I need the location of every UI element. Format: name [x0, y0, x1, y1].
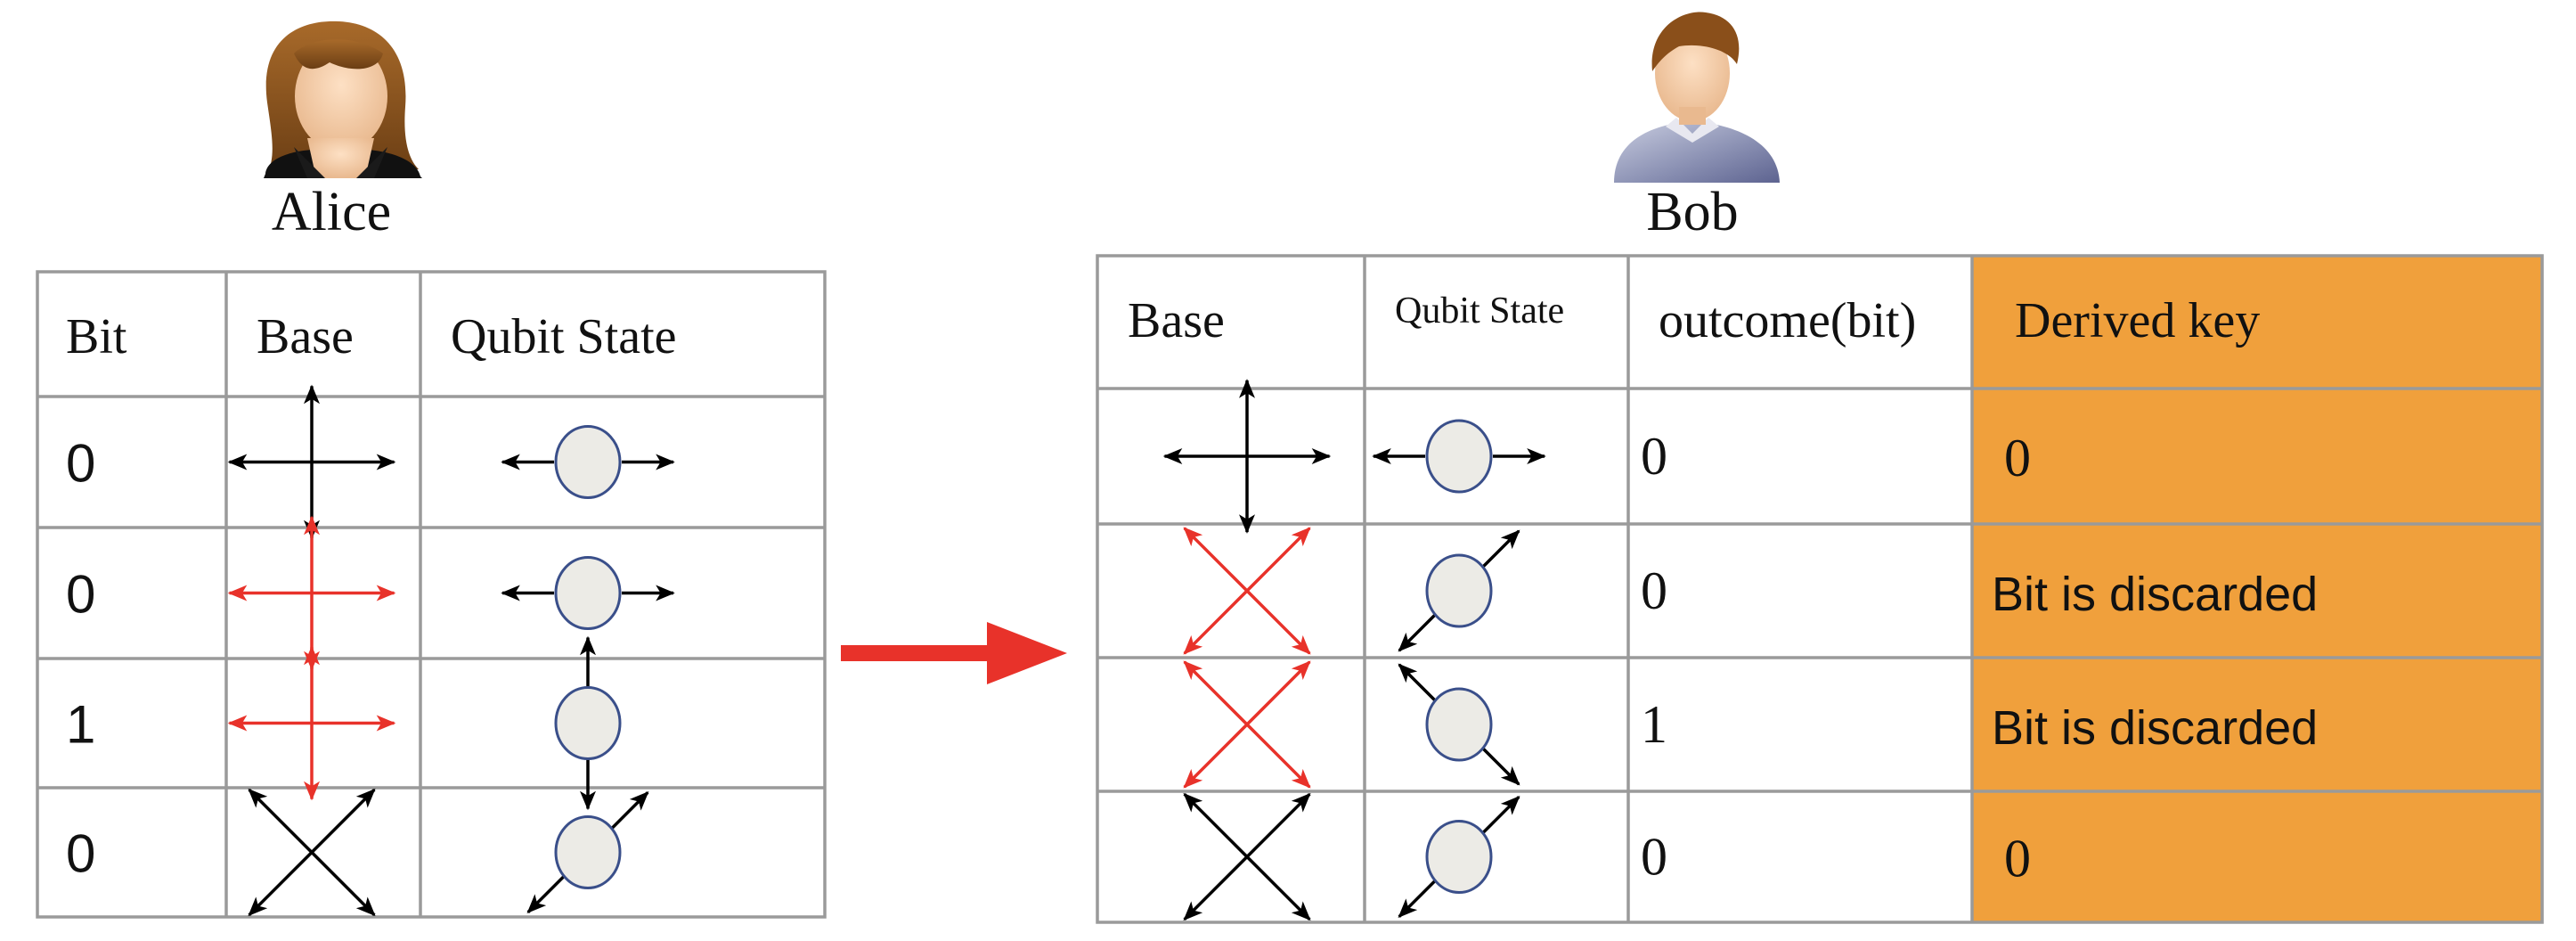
- bob-header-outcome: outcome(bit): [1659, 293, 1916, 348]
- qubit-photon: [554, 815, 622, 889]
- qubit-polarization-arrow: [1481, 796, 1520, 835]
- derived-key-value: Bit is discarded: [1992, 568, 2318, 621]
- alice-header-qubit: Qubit State: [451, 309, 677, 364]
- qubit-photon: [554, 425, 622, 499]
- outcome-value: 0: [1641, 561, 1667, 620]
- alice-table: Bit Base Qubit State 0 0 1 0: [36, 270, 827, 919]
- qubit-horizontal-icon: [501, 425, 675, 499]
- rectilinear-basis-icon: [227, 645, 396, 801]
- rectilinear-basis-icon: [227, 515, 396, 671]
- diagonal-basis-icon: [1183, 527, 1311, 655]
- basis-antidiagonal-arrow: [248, 788, 376, 917]
- bob-header-key: Derived key: [2015, 293, 2260, 348]
- qubit-diagonal-up-icon: [526, 791, 649, 913]
- rectilinear-basis-icon: [1162, 379, 1332, 534]
- bit-value: 0: [66, 824, 95, 884]
- derived-key-column: [1972, 256, 2542, 922]
- derived-key-value: Bit is discarded: [1992, 701, 2318, 755]
- diagonal-basis-icon: [248, 788, 376, 917]
- qubit-diagonal-down-icon: [1398, 663, 1520, 786]
- derived-key-value: 0: [2004, 429, 2031, 487]
- bob-table: Base Qubit State outcome(bit) Derived ke…: [1096, 254, 2544, 924]
- bob-table-grid: [1096, 254, 2544, 924]
- outcome-value: 0: [1641, 828, 1667, 887]
- alice-header-base: Base: [257, 309, 354, 364]
- bit-value: 0: [66, 434, 95, 494]
- alice-table-grid: [36, 270, 827, 919]
- qubit-photon: [1425, 820, 1493, 894]
- qubit-horizontal-icon: [1372, 419, 1546, 494]
- basis-antidiagonal-arrow: [1183, 792, 1311, 921]
- qubit-photon: [1425, 419, 1493, 494]
- qubit-polarization-arrow: [1398, 613, 1437, 652]
- rectilinear-basis-icon: [227, 384, 396, 540]
- diagonal-basis-icon: [1183, 792, 1311, 921]
- qubit-photon: [1425, 687, 1493, 762]
- qubit-photon: [1425, 553, 1493, 628]
- diagonal-basis-icon: [1183, 660, 1311, 789]
- man-avatar-icon: [1614, 12, 1780, 183]
- qubit-horizontal-icon: [501, 556, 675, 630]
- qubit-polarization-arrow: [1481, 747, 1520, 786]
- table-row: 0 Bit is discarded: [1183, 527, 2318, 655]
- qubit-vertical-icon: [554, 635, 622, 811]
- alice-name: Alice: [272, 182, 391, 242]
- table-row: 1 Bit is discarded: [1183, 660, 2318, 789]
- bob-header-base: Base: [1128, 293, 1225, 348]
- outcome-value: 0: [1641, 427, 1667, 486]
- qubit-polarization-arrow: [1481, 529, 1520, 569]
- qubit-polarization-arrow: [1398, 879, 1437, 918]
- basis-antidiagonal-arrow: [1183, 660, 1311, 789]
- table-row: 1: [66, 635, 622, 811]
- derived-key-value: 0: [2004, 830, 2031, 888]
- qubit-diagonal-up-icon: [1398, 529, 1520, 652]
- table-row: 0: [66, 515, 675, 671]
- basis-antidiagonal-arrow: [1183, 527, 1311, 655]
- woman-avatar-icon: [264, 20, 422, 178]
- bob-header-qubit: Qubit State: [1395, 290, 1564, 331]
- right-arrow-icon: [841, 622, 1067, 684]
- bit-value: 0: [66, 565, 95, 625]
- table-row: 0: [66, 384, 675, 540]
- qubit-diagonal-up-icon: [1398, 796, 1520, 918]
- bit-value: 1: [66, 695, 95, 755]
- outcome-value: 1: [1641, 695, 1667, 754]
- qubit-polarization-arrow: [610, 791, 649, 831]
- qubit-polarization-arrow: [1398, 663, 1437, 702]
- bob-name: Bob: [1646, 182, 1738, 242]
- qubit-photon: [554, 556, 622, 630]
- alice-header-bit: Bit: [66, 309, 127, 364]
- table-row: 0: [66, 788, 649, 917]
- qubit-photon: [554, 686, 622, 760]
- qubit-polarization-arrow: [526, 874, 566, 913]
